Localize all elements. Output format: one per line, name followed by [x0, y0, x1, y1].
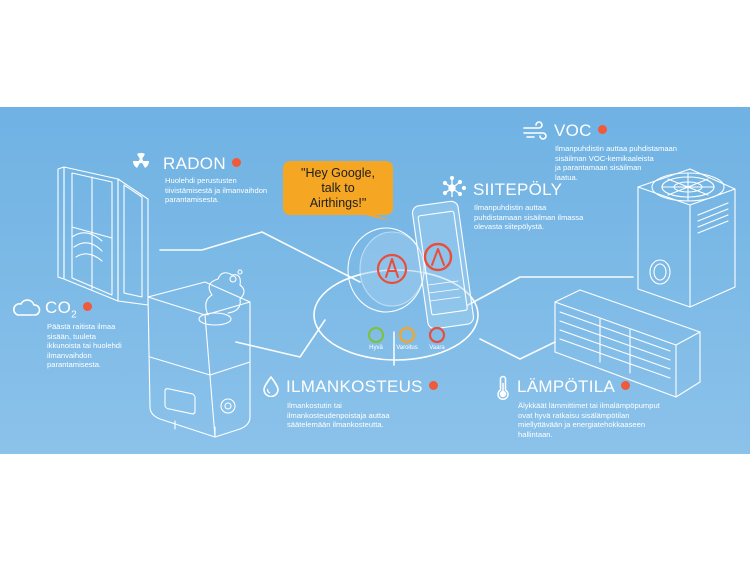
heat-pump-illustration	[554, 289, 701, 398]
speech-bubble-text: "Hey Google, talk to Airthings!"	[301, 166, 375, 210]
line-art	[57, 166, 736, 438]
humidifier-illustration	[147, 269, 251, 438]
pollen-title: SIITEPÖLY	[473, 180, 563, 199]
air-purifier-illustration	[637, 168, 736, 308]
cloud-icon	[13, 299, 41, 316]
voc-status-dot	[597, 125, 607, 134]
co2-title: CO2	[45, 298, 92, 320]
radon-status-dot	[231, 158, 241, 167]
voc-title: VOC	[554, 121, 607, 141]
wind-icon	[523, 121, 547, 140]
status-legend-circles	[367, 326, 446, 344]
connector-lines	[159, 231, 634, 366]
temperature-status-dot	[621, 381, 631, 390]
legend-warning-label: Varoitus	[396, 345, 418, 351]
humidity-status-dot	[428, 381, 438, 390]
speech-bubble	[283, 161, 393, 221]
infographic-panel: "Hey Google, talk to Airthings!" Hyvä Va…	[0, 107, 750, 454]
humidity-title: ILMANKOSTEUS	[286, 377, 438, 397]
radon-title: RADON	[163, 154, 241, 174]
pollen-icon	[443, 176, 467, 197]
airthings-sensor-illustration	[347, 227, 425, 313]
droplet-icon	[263, 375, 279, 397]
legend-danger-label: Vaara	[429, 345, 445, 351]
legend-good-label: Hyvä	[369, 345, 383, 351]
phone-illustration	[411, 200, 475, 330]
temperature-description: Älykkäät lämmittimet tai ilmalämpöpumput…	[518, 401, 660, 439]
co2-status-dot	[82, 302, 92, 311]
window-illustration	[57, 166, 149, 306]
thermometer-icon	[497, 375, 509, 401]
radiation-icon	[132, 152, 150, 168]
temperature-title: LÄMPÖTILA	[517, 377, 631, 397]
